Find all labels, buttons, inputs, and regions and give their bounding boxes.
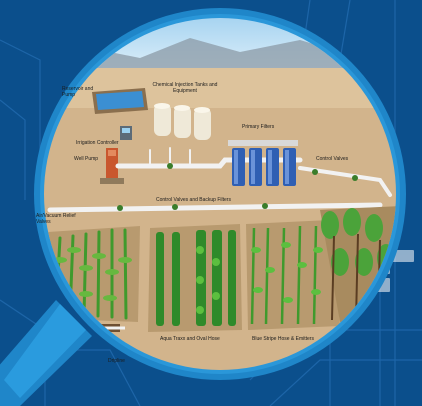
well-pump	[100, 148, 124, 184]
label-dripline: Dripline	[108, 358, 125, 364]
label-aqua-traxx: Aqua Traxx and Oval Hose	[160, 336, 220, 342]
crop-field-right	[246, 220, 340, 330]
label-air-vacuum: Air/Vacuum Relief Valves	[36, 213, 76, 225]
magnifier-handle	[0, 300, 92, 406]
label-chemical-tanks: Chemical Injection Tanks and Equipment	[152, 82, 218, 94]
label-irrigation-controller: Irrigation Controller	[76, 140, 119, 146]
label-primary-filters: Primary Filters	[242, 124, 275, 130]
label-well-pump: Well Pump	[74, 156, 99, 162]
label-reservoir: Reservoir and Pump	[62, 86, 94, 98]
primary-filters	[228, 140, 298, 186]
label-blue-stripe: Blue Stripe Hose & Emitters	[252, 336, 314, 342]
label-control-valves: Control Valves	[316, 156, 349, 162]
reservoir-pond	[92, 88, 148, 114]
chemical-tanks	[154, 103, 211, 140]
label-control-valves-backup: Control Valves and Backup Filters	[156, 197, 231, 203]
crop-field-middle	[148, 224, 242, 332]
